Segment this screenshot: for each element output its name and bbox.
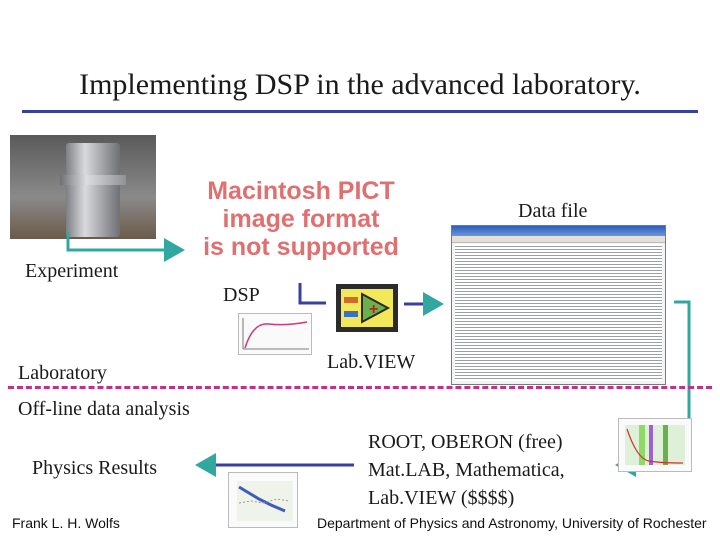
- laboratory-label: Laboratory: [18, 362, 107, 384]
- tools-line-3: Lab.VIEW ($$$$): [368, 487, 515, 509]
- data-file-label: Data file: [518, 200, 588, 222]
- labview-label: Lab.VIEW: [327, 351, 416, 373]
- tools-line-1: ROOT, OBERON (free): [368, 431, 563, 453]
- experiment-photo: [10, 135, 156, 239]
- pict-unsupported-notice: Macintosh PICT image format is not suppo…: [186, 177, 416, 261]
- results-plot-thumbnail: [228, 472, 298, 528]
- pict-line-1: Macintosh PICT: [207, 177, 395, 205]
- data-file-window: [451, 225, 666, 385]
- analysis-plot-thumbnail: [618, 418, 692, 472]
- physics-results-label: Physics Results: [32, 457, 158, 479]
- footer-author: Frank L. H. Wolfs: [12, 515, 120, 531]
- offline-analysis-label: Off-line data analysis: [18, 398, 190, 420]
- tools-line-2: Mat.LAB, Mathematica,: [368, 459, 565, 481]
- svg-text:+: +: [369, 301, 378, 318]
- title-divider: [22, 110, 698, 113]
- arrow-experiment-to-dsp: [66, 232, 185, 262]
- slide-title: Implementing DSP in the advanced laborat…: [79, 68, 641, 101]
- pict-line-3: is not supported: [203, 233, 399, 261]
- bracket-dsp: [298, 283, 326, 305]
- lab-offline-divider: [8, 386, 712, 389]
- dsp-plot-thumbnail: [238, 313, 312, 355]
- labview-icon: +: [336, 284, 398, 332]
- detector-band: [60, 175, 126, 185]
- data-file-content: [455, 244, 662, 381]
- data-file-titlebar: [452, 226, 665, 236]
- pict-line-2: image format: [222, 205, 380, 233]
- detector-cylinder: [66, 143, 120, 237]
- footer-department: Department of Physics and Astronomy, Uni…: [317, 515, 707, 531]
- dsp-label: DSP: [223, 284, 260, 306]
- data-file-menubar: [452, 236, 665, 243]
- analysis-tools-list: ROOT, OBERON (free) Mat.LAB, Mathematica…: [368, 428, 565, 512]
- experiment-label: Experiment: [25, 260, 119, 282]
